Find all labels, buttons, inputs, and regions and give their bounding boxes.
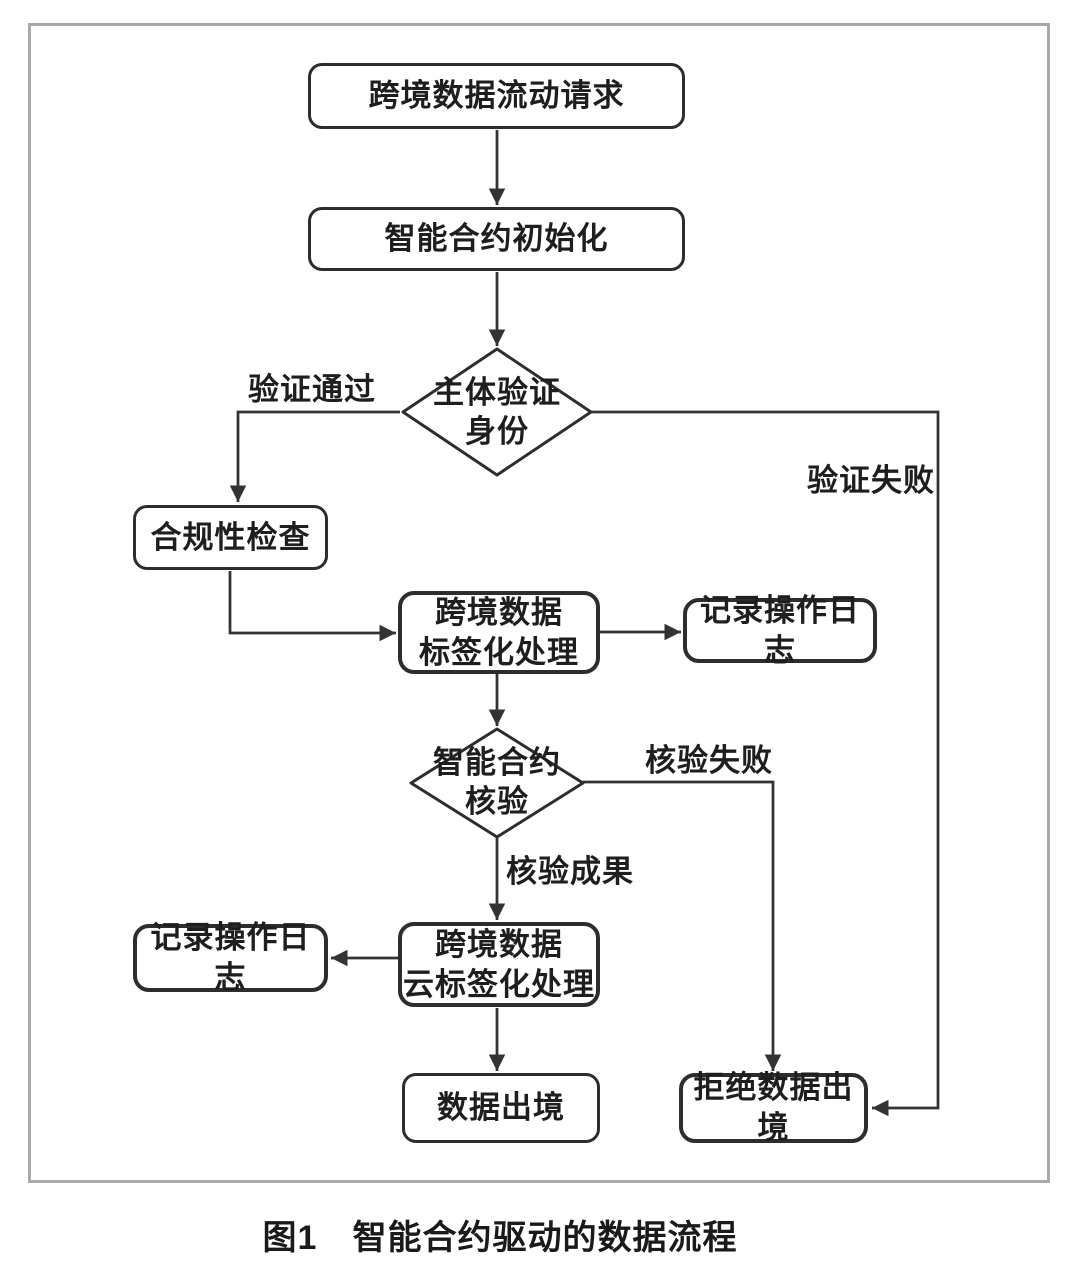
edge-label-check-result: 核验成果 <box>506 854 634 889</box>
node-data-export: 数据出境 <box>402 1073 600 1143</box>
node-label-line1: 主体验证 <box>433 375 561 410</box>
node-label: 记录操作日志 <box>700 592 860 668</box>
node-label: 拒绝数据出境 <box>693 1070 854 1145</box>
node-label: 记录操作日志 <box>150 920 311 995</box>
node-contract-verify-decision-label: 智能合约 核验 <box>412 740 582 824</box>
node-cloud-labeling: 跨境数据 云标签化处理 <box>398 922 600 1007</box>
node-label-line1: 智能合约 <box>433 745 561 780</box>
edge-compliance-to-labeling <box>228 571 396 642</box>
contract-verify-decision-diamond <box>409 727 585 839</box>
node-log-operation-left: 记录操作日志 <box>133 920 328 995</box>
node-cross-border-request: 跨境数据流动请求 <box>308 63 685 129</box>
node-label-line1: 跨境数据 <box>435 594 563 630</box>
edge-label-verify-pass: 验证通过 <box>248 372 376 407</box>
node-label: 跨境数据流动请求 <box>368 78 625 113</box>
node-label-line2: 身份 <box>465 414 529 449</box>
identity-decision-diamond <box>401 347 593 477</box>
edge-identity-fail-to-reject <box>590 410 940 1117</box>
edge-label-verify-fail: 验证失败 <box>807 463 935 498</box>
edge-verify-fail-to-reject <box>583 780 782 1071</box>
node-label-line2: 标签化处理 <box>419 634 579 670</box>
node-label: 数据出境 <box>437 1090 565 1125</box>
node-label-line1: 跨境数据 <box>435 926 563 962</box>
figure-caption: 图1 智能合约驱动的数据流程 <box>262 1219 738 1257</box>
node-data-labeling: 跨境数据 标签化处理 <box>398 591 600 674</box>
node-compliance-check: 合规性检查 <box>133 505 328 570</box>
node-reject-export: 拒绝数据出境 <box>679 1070 868 1145</box>
node-label-line2: 核验 <box>465 784 529 819</box>
node-label: 合规性检查 <box>150 519 311 555</box>
node-identity-decision-label: 主体验证 身份 <box>404 368 590 456</box>
node-log-operation-right: 记录操作日志 <box>683 593 877 668</box>
node-label: 智能合约初始化 <box>384 221 609 256</box>
node-smart-contract-init: 智能合约初始化 <box>308 207 685 271</box>
edge-label-check-fail: 核验失败 <box>645 743 773 778</box>
node-label-line2: 云标签化处理 <box>403 966 595 1002</box>
edge-identity-pass-to-compliance <box>229 410 400 502</box>
